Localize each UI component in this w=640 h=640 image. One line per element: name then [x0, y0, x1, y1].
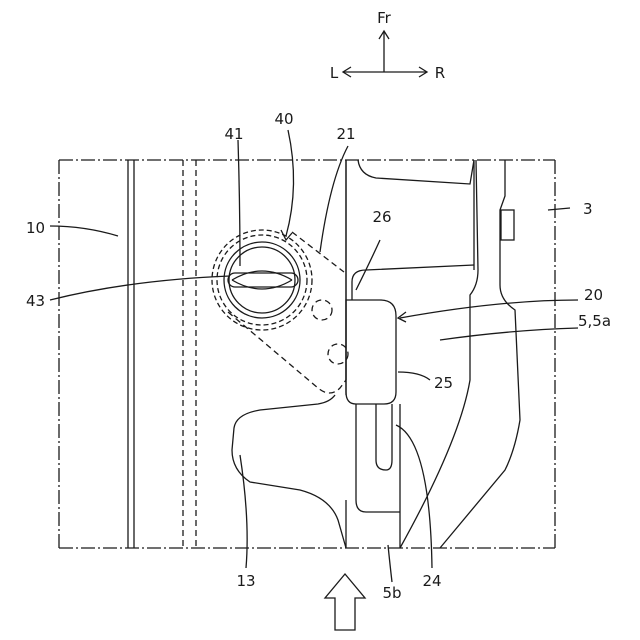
direction-compass [343, 31, 427, 77]
upper-ribs [352, 160, 474, 300]
ref-label-20: 20 [584, 286, 603, 304]
ref-label-5b: 5b [382, 584, 401, 602]
left-label: L [330, 64, 339, 82]
knob-inner [229, 247, 295, 313]
pin-hole [328, 344, 348, 364]
knob-outer [224, 242, 300, 318]
ref-label-21: 21 [336, 125, 355, 143]
lever-outline [228, 232, 348, 393]
ref-label-10: 10 [26, 219, 45, 237]
pin-hole [312, 300, 332, 320]
cam-dashed-ring [217, 235, 307, 325]
ref-label-26: 26 [372, 208, 391, 226]
ref-label-40: 40 [274, 110, 293, 128]
ref-label-43: 43 [26, 292, 45, 310]
slider-body [346, 300, 400, 548]
ref-label-5-5a: 5,5a [578, 312, 611, 330]
leader-lines [50, 130, 578, 582]
lower-plate [232, 395, 346, 548]
ref-label-3: 3 [583, 200, 593, 218]
cam-outer-dashed [212, 230, 312, 330]
ref-label-25: 25 [434, 374, 453, 392]
knob-slot [228, 273, 298, 287]
ref-label-13: 13 [236, 572, 255, 590]
insertion-arrow-icon [325, 574, 365, 630]
right-rail [400, 160, 520, 548]
left-panel-edges [128, 160, 196, 548]
right-label: R [435, 64, 445, 82]
ref-label-24: 24 [422, 572, 441, 590]
ref-label-41: 41 [224, 125, 243, 143]
front-label: Fr [377, 9, 392, 27]
rail-tab [501, 210, 514, 240]
cam-knob [212, 230, 312, 330]
